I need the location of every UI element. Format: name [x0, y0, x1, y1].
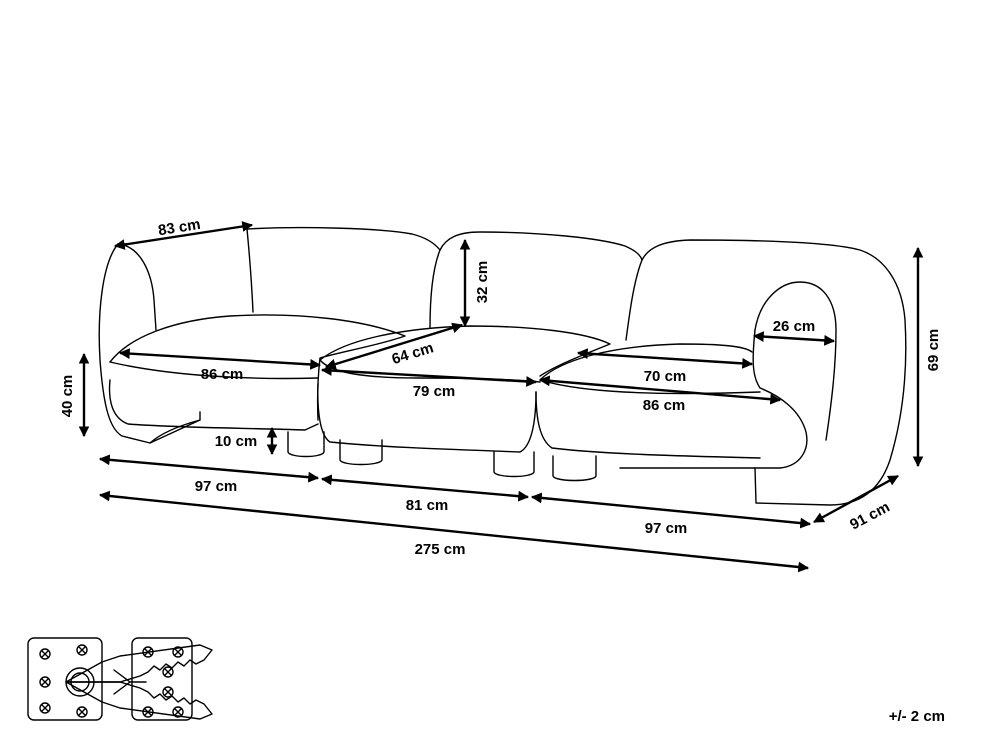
bracket-plate-bottom: [65, 681, 213, 720]
armrest-width-label: 26 cm: [773, 318, 816, 335]
right-seat-inner-width-label: 70 cm: [644, 368, 687, 385]
middle-backrest: [439, 231, 643, 341]
right-arm-curve: [619, 329, 808, 469]
back-height-label: 32 cm: [474, 261, 491, 304]
middle-seat-depth-label: 64 cm: [390, 339, 436, 368]
total-width-label: 275 cm: [415, 541, 466, 558]
left-back-edge: [246, 228, 254, 313]
bracket-plate-top: [65, 644, 213, 683]
middle-seat-width-arrow: [320, 365, 538, 387]
total-height-label: 69 cm: [925, 329, 942, 372]
left-seat-width-arrow: [118, 348, 322, 370]
left-seat-front: [108, 379, 319, 431]
right-seat-cushion: [539, 343, 753, 381]
middle-seat-cushion: [319, 325, 611, 377]
right-seat-width-label: 86 cm: [643, 397, 686, 414]
dimension-labels: 83 cm 32 cm 26 cm 69 cm 40 cm 10 cm 86 c…: [59, 216, 942, 558]
middle-seat-width-label: 79 cm: [413, 383, 456, 400]
left-armrest-inner: [117, 243, 157, 331]
armrest-width-arrow: [752, 331, 836, 346]
middle-seat-depth-arrow: [324, 322, 464, 370]
middle-module-width-arrow: [320, 474, 530, 502]
right-seat-inner-width-arrow: [576, 348, 754, 369]
right-module-width-label: 97 cm: [645, 520, 688, 537]
tolerance-note: +/- 2 cm: [888, 708, 945, 725]
right-seat-width-arrow: [538, 375, 782, 405]
left-module-width-arrow: [98, 454, 320, 483]
left-seat-cushion: [109, 314, 406, 421]
seat-height-label: 40 cm: [59, 375, 76, 418]
left-module-width-label: 97 cm: [195, 478, 238, 495]
arm-depth-label: 83 cm: [157, 216, 202, 239]
right-armrest: [754, 281, 837, 441]
bracket-tab: [113, 669, 147, 695]
connector-bracket-detail: [27, 637, 213, 721]
middle-seat-front: [317, 383, 537, 453]
left-backrest: [246, 226, 441, 329]
dimension-lines: [78, 221, 924, 573]
total-width-arrow: [98, 490, 810, 573]
sofa-legs: [287, 431, 597, 482]
total-depth-arrow: [813, 474, 899, 524]
left-armrest: [98, 243, 201, 444]
middle-module-width-label: 81 cm: [406, 497, 449, 514]
total-depth-label: 91 cm: [847, 499, 893, 534]
right-seat-front: [535, 391, 761, 459]
bracket-screws: [39, 644, 184, 718]
leg-height-label: 10 cm: [215, 433, 258, 450]
arm-depth-arrow: [113, 221, 254, 250]
left-base: [149, 419, 201, 444]
left-seat-width-label: 86 cm: [201, 366, 244, 383]
